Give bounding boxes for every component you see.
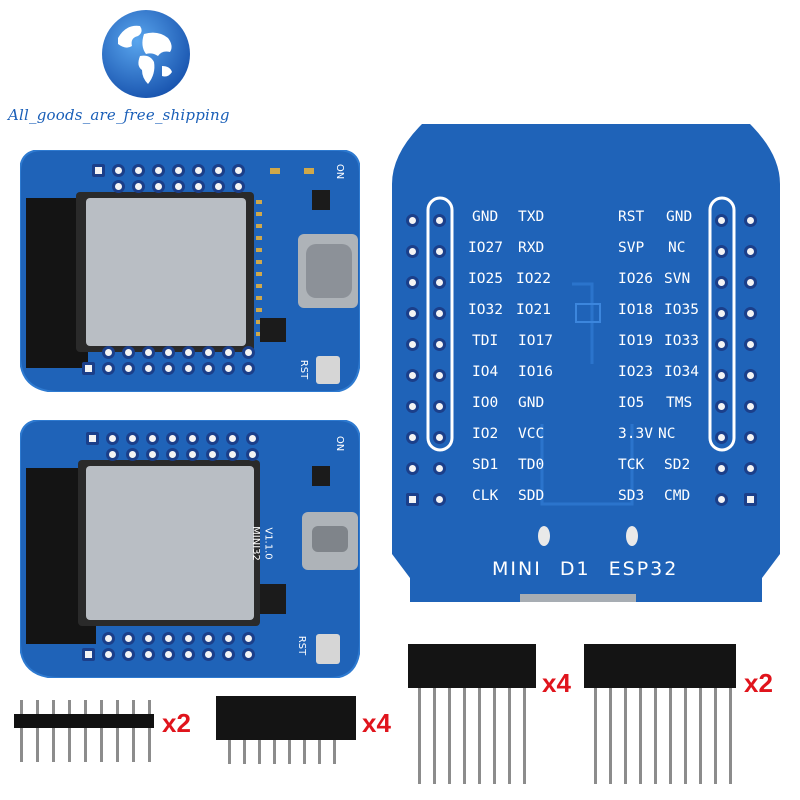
pin-label: IO16: [518, 364, 553, 380]
pin-label: GND: [666, 209, 693, 225]
pin-label: RST: [618, 209, 645, 225]
header-qty: x4: [362, 708, 391, 738]
pin-label: 3.3V: [618, 426, 653, 442]
long-female-header: [408, 644, 536, 784]
pin-label: SVP: [618, 240, 645, 256]
board-main-title-word: ESP32: [608, 558, 679, 580]
board-top: ON RST: [20, 150, 360, 392]
board-main-pcb: [392, 124, 780, 602]
pin-label: IO26: [618, 271, 653, 287]
pin-label: VCC: [518, 426, 545, 442]
pin-label: IO27: [468, 240, 503, 256]
pin-label: GND: [472, 209, 499, 225]
board-main-title: MINI D1 ESP32: [492, 558, 688, 580]
board-bottom-on-label: ON: [334, 435, 346, 452]
pin-label: SD2: [664, 457, 691, 473]
shop-name: All_goods_are_free_shipping: [8, 106, 230, 124]
pin-label: TDI: [472, 333, 499, 349]
header-qty: x2: [744, 668, 773, 698]
board-bottom-rst-label: RST: [296, 635, 308, 656]
board-bottom-version-label: V1.1.0: [262, 527, 274, 560]
pin-label: CLK: [472, 488, 499, 504]
board-main: GND IO27 IO25 IO32 TDI IO4 IO0 IO2 SD1 C…: [392, 124, 780, 602]
pin-label: RXD: [518, 240, 545, 256]
pin-label: IO25: [468, 271, 503, 287]
pin-label: IO35: [664, 302, 699, 318]
pin-label: IO2: [472, 426, 499, 442]
board-bottom: ON MINI32 V1.1.0 RST: [20, 420, 360, 678]
short-female-header: [216, 696, 356, 764]
pin-label: IO21: [516, 302, 551, 318]
pin-label: TD0: [518, 457, 545, 473]
header-qty: x4: [542, 668, 571, 698]
pin-label: GND: [518, 395, 545, 411]
pin-label: IO18: [618, 302, 653, 318]
pin-label: IO33: [664, 333, 699, 349]
pin-label: IO32: [468, 302, 503, 318]
board-top-on-label: ON: [334, 163, 346, 180]
male-pin-header: [14, 700, 154, 762]
board-top-pcb: [20, 150, 360, 392]
pin-label: TXD: [518, 209, 545, 225]
pin-label: SD3: [618, 488, 645, 504]
pin-label: SDD: [518, 488, 545, 504]
pin-label: IO22: [516, 271, 551, 287]
pin-label: NC: [658, 426, 676, 442]
pin-label: CMD: [664, 488, 691, 504]
pin-label: SD1: [472, 457, 499, 473]
board-bottom-pcb: [20, 420, 360, 678]
pin-label: IO17: [518, 333, 553, 349]
pin-label: IO4: [472, 364, 499, 380]
pin-label: IO0: [472, 395, 499, 411]
board-main-title-word: MINI: [492, 558, 542, 580]
pin-label: IO23: [618, 364, 653, 380]
pin-label: IO19: [618, 333, 653, 349]
pin-label: IO5: [618, 395, 645, 411]
pin-label: NC: [668, 240, 686, 256]
pin-label: TMS: [666, 395, 693, 411]
pin-label: IO34: [664, 364, 699, 380]
board-top-rst-label: RST: [298, 359, 310, 380]
globe-icon: [102, 10, 190, 98]
long-female-header-wide: [584, 644, 736, 784]
board-main-title-word: D1: [559, 558, 591, 580]
pin-label: SVN: [664, 271, 691, 287]
board-bottom-model-label: MINI32: [249, 526, 261, 561]
header-qty: x2: [162, 708, 191, 738]
pin-label: TCK: [618, 457, 645, 473]
